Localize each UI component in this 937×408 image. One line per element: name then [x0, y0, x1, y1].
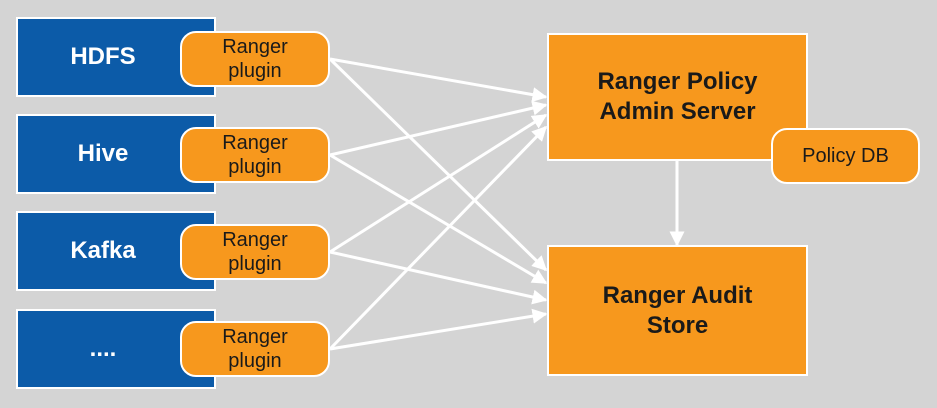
policy-admin-server-box: Ranger Policy Admin Server	[547, 33, 808, 161]
arrow-more-to-admin	[328, 125, 548, 351]
plugin-label-line2: plugin	[228, 253, 282, 275]
service-label: ....	[89, 335, 117, 362]
arrow-kafka-to-audit	[329, 250, 548, 305]
arrow-kafka-to-admin	[329, 113, 548, 254]
plugin-label-line1: Ranger	[222, 229, 288, 251]
service-label: Kafka	[70, 237, 136, 264]
arrow-hdfs-to-audit	[328, 57, 548, 272]
plugin-label-line1: Ranger	[222, 132, 288, 154]
audit-store-title-line2: Store	[646, 311, 709, 339]
plugin-label-line1: Ranger	[222, 326, 288, 348]
plugin-label-line2: plugin	[228, 60, 282, 82]
ranger-plugin-kafka: Ranger plugin	[180, 224, 330, 280]
policy-admin-title-line2: Admin Server	[599, 98, 756, 125]
ranger-plugin-more: Ranger plugin	[180, 321, 330, 377]
audit-store-title-line1: Ranger Audit	[602, 281, 753, 309]
arrow-hive-to-admin	[329, 100, 548, 157]
audit-store-box: Ranger Audit Store	[547, 245, 808, 376]
arrow-hdfs-to-admin	[329, 57, 548, 103]
service-label: Hive	[77, 140, 129, 167]
policy-db-pill: Policy DB	[771, 128, 920, 184]
arrow-more-to-audit	[329, 308, 548, 351]
plugin-label-line2: plugin	[228, 350, 282, 372]
policy-db-label: Policy DB	[802, 144, 889, 167]
service-label: HDFS	[70, 43, 136, 70]
policy-admin-title-line1: Ranger Policy	[597, 68, 758, 95]
plugin-label-line1: Ranger	[222, 36, 288, 58]
plugin-label-line2: plugin	[228, 156, 282, 178]
ranger-plugin-hive: Ranger plugin	[180, 127, 330, 183]
arrow-hive-to-audit	[329, 153, 548, 285]
ranger-plugin-hdfs: Ranger plugin	[180, 31, 330, 87]
